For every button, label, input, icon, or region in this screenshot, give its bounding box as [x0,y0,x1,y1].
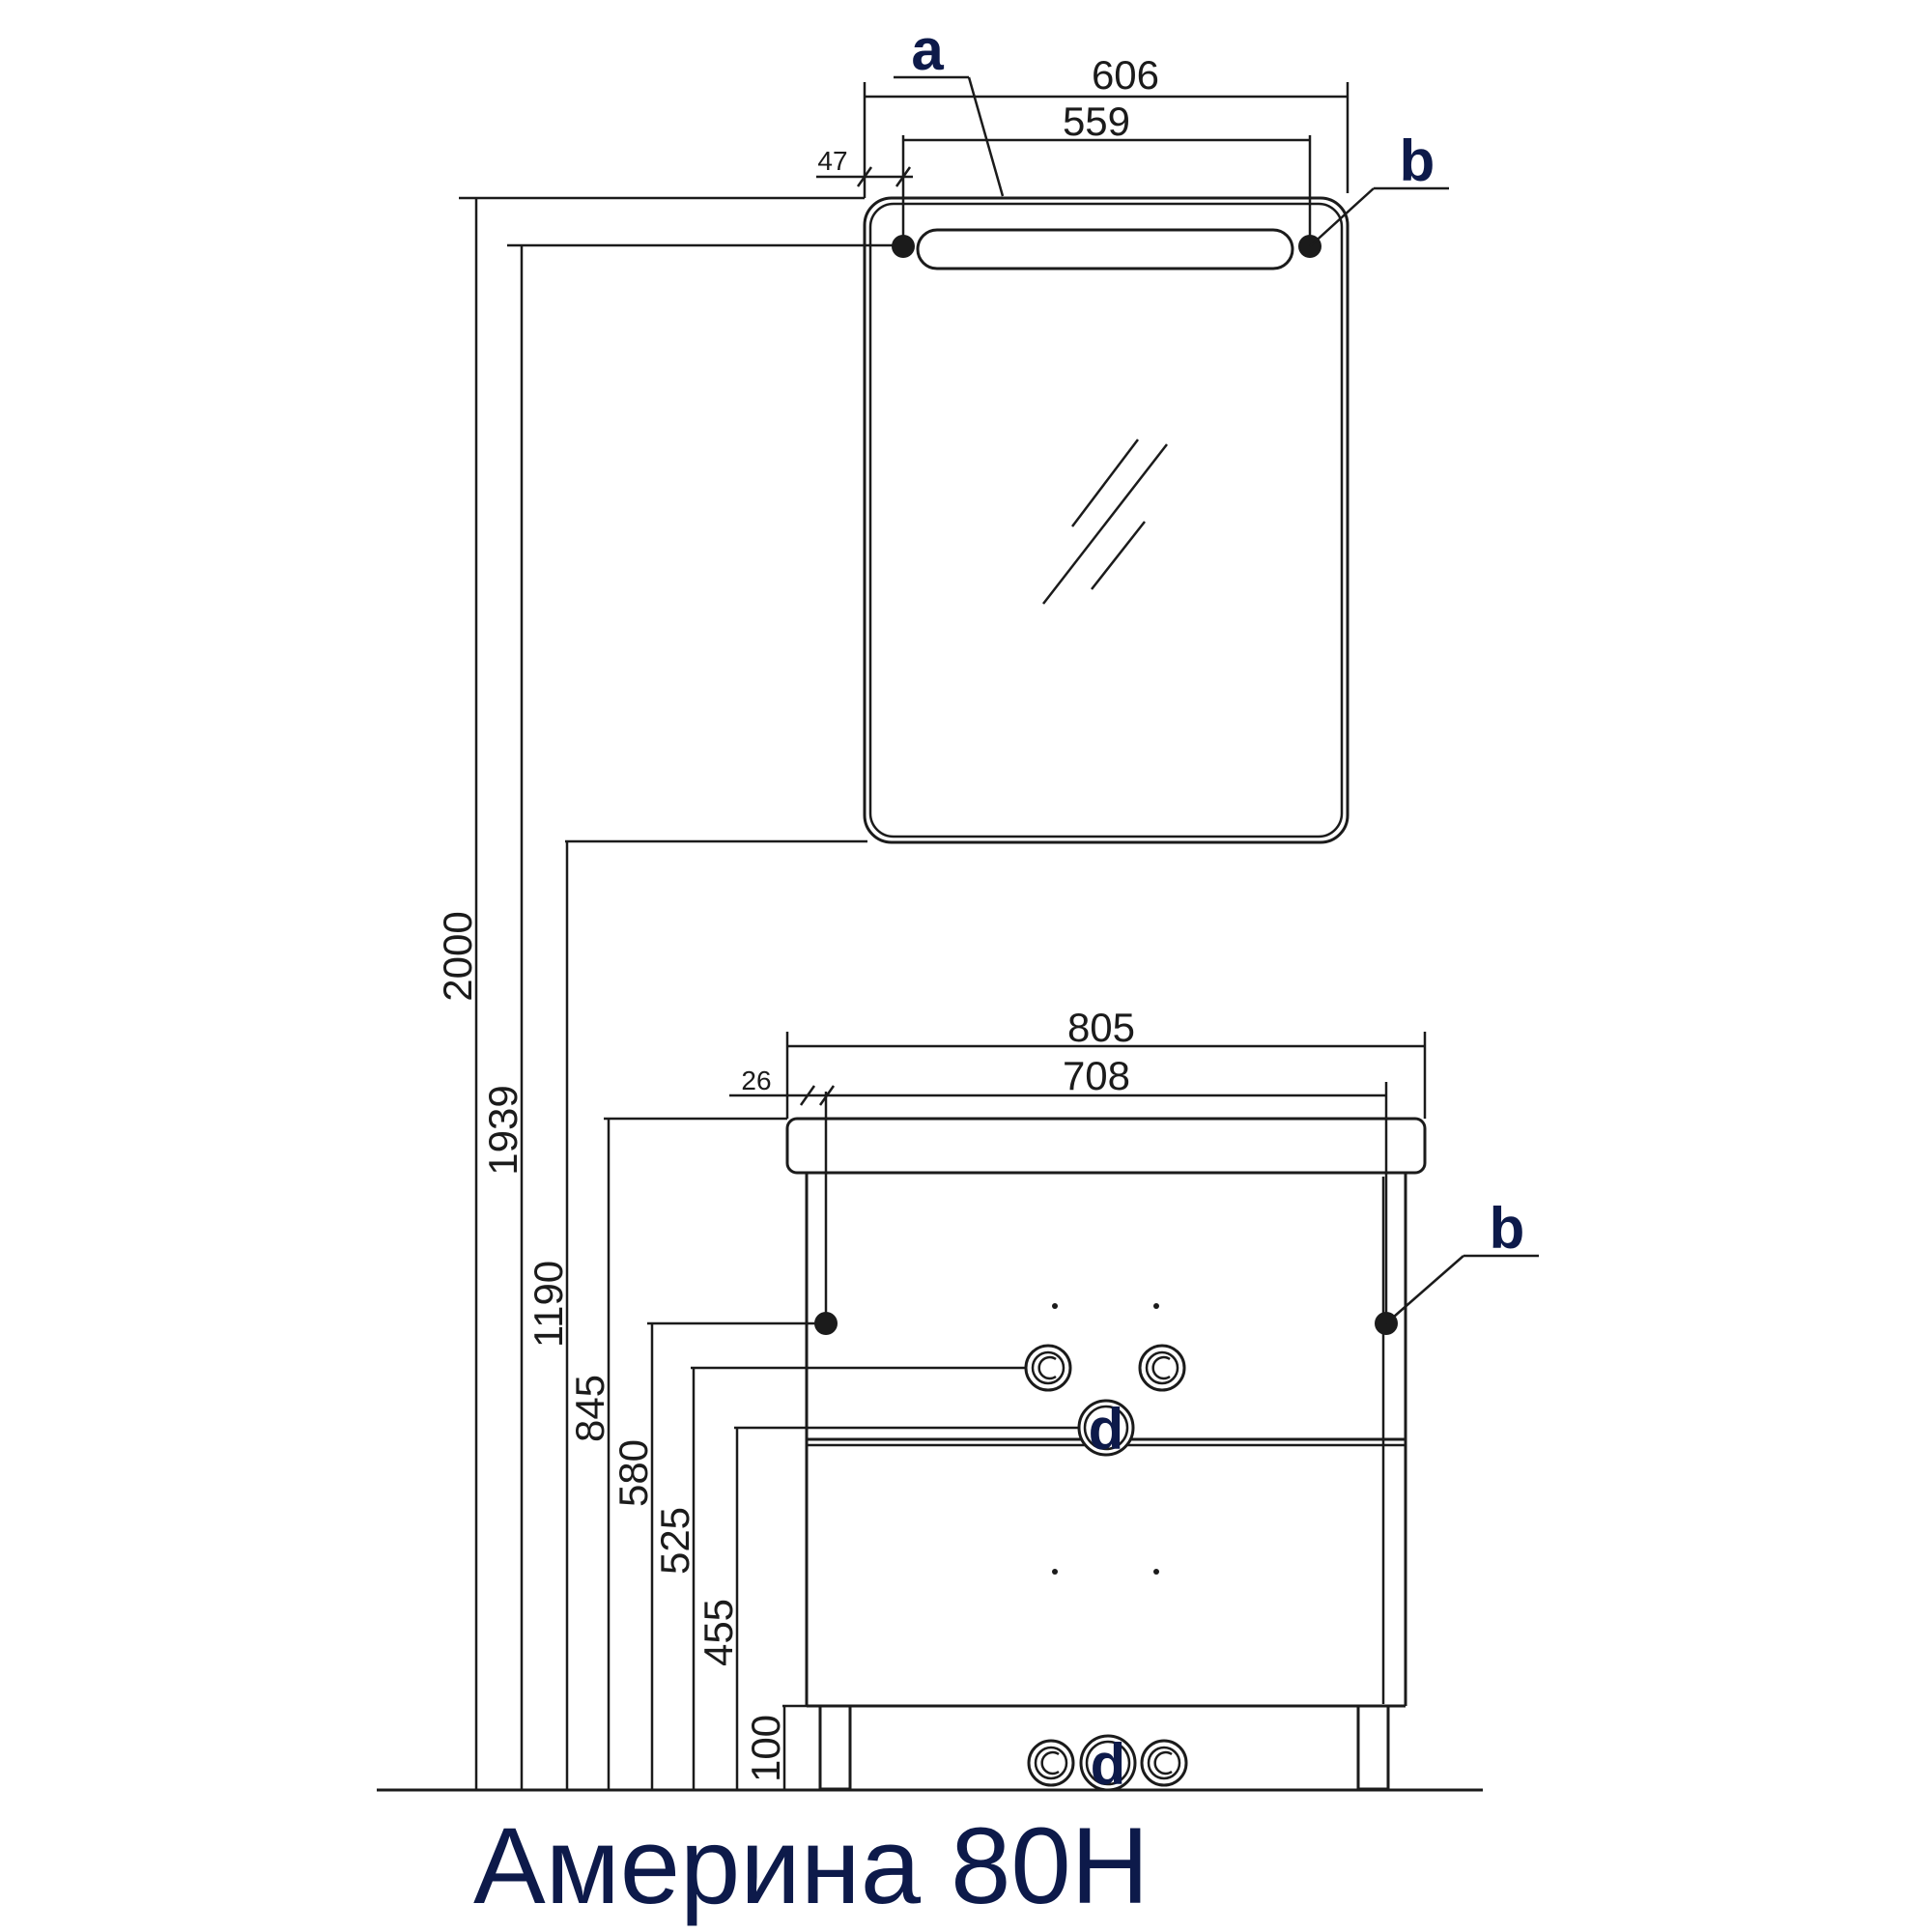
mount-span-mirror-label: 559 [1063,99,1130,144]
callout-d-label: d [1091,1732,1126,1797]
mirror-bottom-height-label: 1190 [526,1261,571,1348]
callout-a: a [894,17,1005,197]
vanity-mount-height-label: 580 [611,1439,656,1507]
water-supply-icon [1024,1344,1072,1392]
drain-icon: d [1077,1397,1135,1462]
mount-span-vanity-dimension: 708 26 [729,1053,1388,1314]
water-supply-icon [1027,1739,1075,1787]
mount-span-vanity-label: 708 [1063,1053,1130,1098]
mirror-offset-label: 47 [817,146,847,176]
vanity-width-dimension: 805 [785,1005,1427,1119]
callout-b-label: b [1400,128,1435,193]
mount-point-icon [892,235,915,258]
water-outlet-height-label: 525 [652,1507,697,1575]
glass-reflection-icon [1042,439,1168,605]
total-height-label: 2000 [435,911,480,1001]
mount-span-mirror-dimension: 559 [901,99,1312,237]
drain-icon: d [1079,1732,1137,1797]
light-strip [916,228,1294,270]
callout-d-label: d [1089,1397,1124,1462]
callout-b-label: b [1490,1196,1525,1261]
mirror-offset-dimension: 47 [816,146,913,187]
mirror-width-label: 606 [1092,52,1159,98]
callout-a-label: a [911,17,944,82]
leg [1356,1704,1390,1791]
vertical-dimensions: 2000 1939 1190 845 580 525 455 100 [435,196,1079,1790]
callout-b-vanity: b [1385,1196,1539,1324]
callout-b-mirror: b [1309,128,1449,247]
mirror-mount-height-label: 1939 [480,1085,526,1175]
water-supply-icon [1138,1344,1186,1392]
leg-height-label: 100 [743,1715,788,1782]
vanity-top-height-label: 845 [567,1375,612,1442]
water-supply-icon [1140,1739,1188,1787]
basin-top [785,1117,1427,1175]
vanity-offset-label: 26 [741,1065,771,1095]
drain-height-label: 455 [696,1599,741,1666]
leg [818,1704,852,1791]
mount-point-icon [814,1312,838,1335]
vanity-width-label: 805 [1067,1005,1135,1050]
mirror-width-dimension: 606 [863,52,1350,198]
product-title: Америна 80Н [473,1805,1150,1926]
mirror-cabinet [863,196,1350,844]
